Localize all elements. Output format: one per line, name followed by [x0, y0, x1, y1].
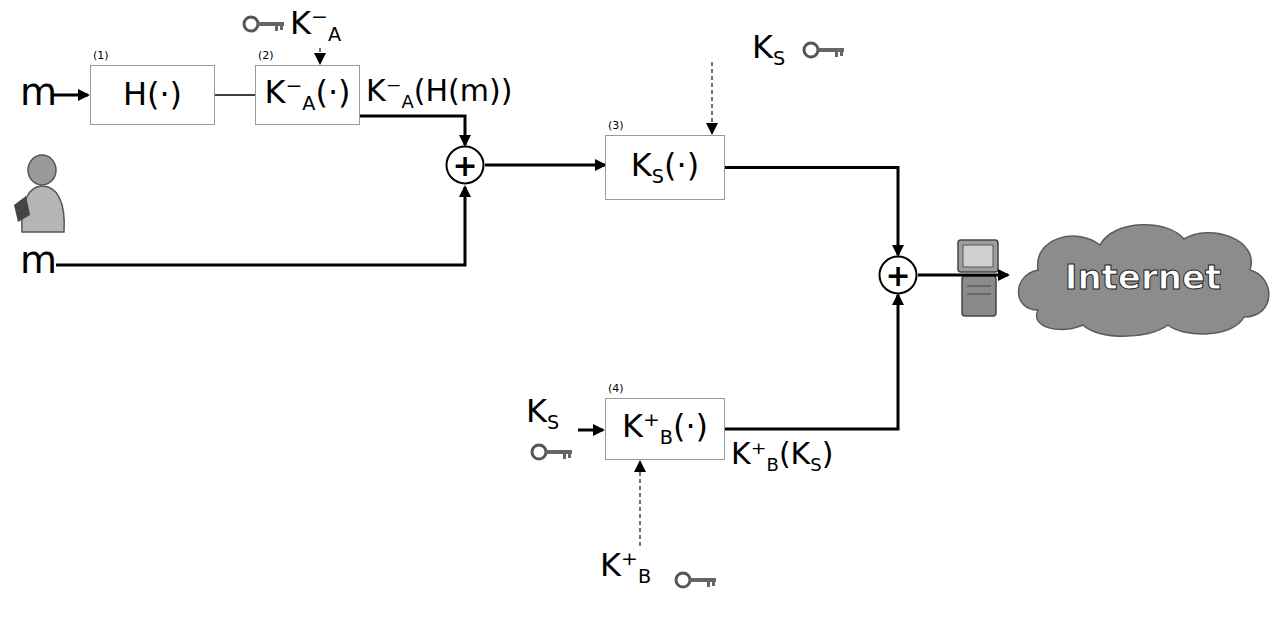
flow-arrow	[215, 94, 255, 96]
edge-label: K⁺B(KS)	[729, 437, 835, 475]
plus-sign: +	[885, 259, 910, 292]
key-icon	[532, 445, 572, 459]
sign-box: K⁻A(·)	[255, 65, 360, 125]
flow-arrow	[725, 168, 898, 256]
cloud-label: Internet	[1065, 259, 1221, 296]
computer-icon	[958, 240, 998, 316]
flow-arrow	[485, 164, 605, 167]
flow-arrow	[360, 116, 465, 145]
function-label: K⁻A(·)	[264, 75, 350, 115]
function-label: KS(·)	[631, 148, 699, 188]
key-name: K⁻A	[290, 6, 341, 46]
input-arrow	[578, 429, 603, 432]
person-icon	[14, 155, 64, 232]
input-arrow	[56, 187, 465, 265]
key-icon	[804, 43, 844, 57]
function-label: K⁺B(·)	[622, 409, 708, 449]
hash-box: H(·)	[90, 65, 215, 125]
key-name: KS	[526, 394, 559, 434]
dashed-key-arrow	[639, 462, 641, 546]
encrypt-box: KS(·)	[605, 135, 725, 200]
dashed-key-arrow	[711, 62, 713, 133]
callout-number: (2)	[258, 50, 274, 62]
edge-label: K⁻A(H(m))	[364, 74, 514, 112]
callout-number: (3)	[608, 120, 624, 132]
dashed-key-arrow	[319, 48, 321, 63]
key-encrypt-box: K⁺B(·)	[605, 398, 725, 460]
internet-cloud: Internet	[1008, 215, 1278, 340]
key-icon	[244, 17, 284, 31]
key-name: KS	[752, 30, 785, 70]
key-name: K⁺B	[600, 548, 651, 588]
callout-number: (4)	[608, 383, 624, 395]
message-name: m	[20, 240, 57, 282]
input-arrow	[52, 94, 88, 97]
message-name: m	[20, 72, 57, 114]
plus-sign: +	[452, 149, 477, 182]
plus-circle: +	[878, 255, 918, 295]
callout-number: (1)	[93, 50, 109, 62]
plus-circle: +	[445, 145, 485, 185]
flow-arrow	[918, 274, 1008, 277]
function-label: H(·)	[123, 77, 182, 112]
flow-arrow	[725, 295, 898, 429]
key-icon	[676, 573, 716, 587]
